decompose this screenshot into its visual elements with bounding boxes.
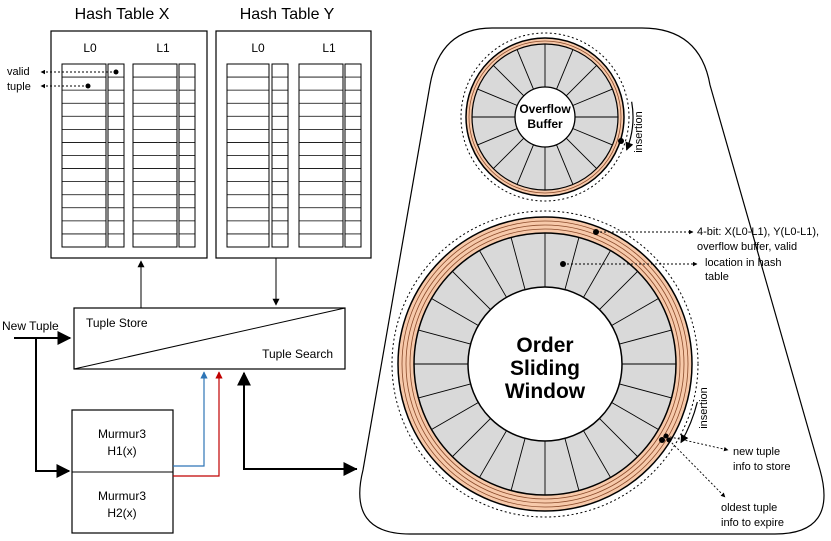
overflow-buffer-spoke xyxy=(493,65,525,97)
overflow-insertion-dot xyxy=(618,138,624,144)
sliding-window-ring-line-3 xyxy=(409,228,681,500)
sliding-window-spoke xyxy=(452,418,491,457)
h1-output-arrow xyxy=(173,371,208,467)
overflow-buffer-spoke xyxy=(572,88,613,106)
sliding-window-ring-line-1 xyxy=(401,220,689,508)
new-tuple-pointer xyxy=(665,435,729,452)
sliding-window-spoke xyxy=(611,402,659,430)
oldest-tuple-annotation-line1: oldest tuple xyxy=(721,502,777,514)
hash-table-x-l0-label: L0 xyxy=(83,41,97,55)
hash-table-y: Hash Table Y L0 L1 xyxy=(215,6,372,259)
sliding-window-title-line2: Sliding xyxy=(510,357,580,380)
sliding-window-spoke xyxy=(619,329,672,345)
sliding-window-spoke xyxy=(583,430,611,478)
sliding-window-spoke xyxy=(418,329,471,345)
h1-function: H1(x) xyxy=(107,444,136,458)
sliding-window-title-line1: Order xyxy=(516,334,573,357)
bits-annotation-line1: 4-bit: X(L0-L1), Y(L0-L1), xyxy=(697,226,819,238)
valid-label: valid xyxy=(7,66,30,78)
new-tuple-to-hash-arrow xyxy=(35,338,71,478)
window-to-search-arrow xyxy=(237,371,357,470)
bits-annotation-line2: overflow buffer, valid xyxy=(697,241,797,253)
valid-dot xyxy=(113,69,119,75)
overflow-buffer-spoke xyxy=(572,128,613,146)
sliding-window-spoke xyxy=(431,402,479,430)
sliding-window-insertion-label: insertion xyxy=(698,387,710,429)
h2-output-arrow xyxy=(173,371,223,477)
hash-table-y-l1-label: L1 xyxy=(322,41,336,55)
hash-table-x-title: Hash Table X xyxy=(75,6,170,23)
tuple-search-label: Tuple Search xyxy=(262,347,333,361)
sliding-window-insertion-arc xyxy=(680,401,698,444)
sliding-window-spoke xyxy=(418,383,471,399)
sliding-window-dotted-orbit xyxy=(391,210,699,518)
overflow-buffer-spoke xyxy=(493,137,525,169)
new-tuple-annotation-line2: info to store xyxy=(733,461,790,473)
tuple-unit: Tuple Store Tuple Search xyxy=(73,307,346,370)
tuple-store-label: Tuple Store xyxy=(86,316,148,330)
overflow-buffer-title-line2: Buffer xyxy=(527,117,563,131)
h2-name: Murmur3 xyxy=(98,489,146,503)
sliding-window-spoke xyxy=(619,383,672,399)
tuple-unit-diagonal xyxy=(73,307,346,370)
sliding-window-spoke xyxy=(510,438,526,491)
location-annotation-line1: location in hash xyxy=(705,257,781,269)
sliding-window-spoke xyxy=(431,298,479,326)
sliding-window-spoke xyxy=(510,237,526,290)
sliding-window: Order Sliding Window insertion xyxy=(391,210,710,518)
sliding-window-center xyxy=(467,286,623,442)
overflow-insertion-arc xyxy=(625,101,634,151)
overflow-buffer-spoke xyxy=(477,128,518,146)
sliding-window-spoke xyxy=(564,237,580,290)
sliding-window-insertion-dot xyxy=(659,437,665,443)
sliding-window-spoke xyxy=(599,271,638,310)
oldest-tuple-annotation-line2: info to expire xyxy=(721,517,784,529)
overflow-buffer-spoke xyxy=(565,65,597,97)
sliding-window-spoke xyxy=(564,438,580,491)
overflow-buffer-center xyxy=(514,86,576,148)
sliding-window-ring-line-2 xyxy=(405,224,685,504)
hash-table-y-columns xyxy=(226,63,362,248)
sliding-window-spoke xyxy=(479,250,507,298)
overflow-buffer-spoke xyxy=(477,88,518,106)
sliding-window-spoke xyxy=(452,271,491,310)
hash-table-y-l0-label: L0 xyxy=(251,41,265,55)
h2-function: H2(x) xyxy=(107,506,136,520)
sliding-window-spoke xyxy=(479,430,507,478)
hash-table-y-title: Hash Table Y xyxy=(240,6,335,23)
overflow-buffer-spoke xyxy=(516,49,534,90)
overflow-insertion-label: insertion xyxy=(633,111,645,153)
sliding-window-sectors xyxy=(414,233,676,495)
overflow-buffer-spoke xyxy=(565,137,597,169)
tuple-dot xyxy=(85,83,91,89)
hash-table-x-columns xyxy=(61,63,196,248)
overflow-buffer-ring-line xyxy=(468,40,622,194)
sliding-window-spoke xyxy=(599,418,638,457)
overflow-buffer-spoke xyxy=(556,49,574,90)
sliding-window-title-line3: Window xyxy=(505,380,586,403)
oldest-tuple-pointer xyxy=(668,439,726,498)
sliding-window-spoke xyxy=(611,298,659,326)
tuple-label: tuple xyxy=(7,81,31,93)
location-annotation-line2: table xyxy=(705,271,729,283)
hash-table-x-legend: valid tuple xyxy=(7,66,119,93)
overflow-buffer-spoke xyxy=(556,144,574,185)
h1-name: Murmur3 xyxy=(98,427,146,441)
overflow-buffer-title-line1: Overflow xyxy=(519,102,571,116)
hash-table-x-l1-label: L1 xyxy=(156,41,170,55)
sliding-window-spoke xyxy=(583,250,611,298)
overflow-buffer: Overflow Buffer insertion xyxy=(460,32,645,202)
overflow-buffer-sectors xyxy=(472,44,618,190)
sliding-window-annotations: 4-bit: X(L0-L1), Y(L0-L1), overflow buff… xyxy=(560,226,819,529)
overflow-buffer-dotted-orbit xyxy=(460,32,630,202)
hash-table-x: Hash Table X L0 L1 xyxy=(50,6,208,259)
new-tuple-label: New Tuple xyxy=(2,319,59,333)
hash-functions: Murmur3 H1(x) Murmur3 H2(x) xyxy=(71,409,174,534)
new-tuple-annotation-line1: new tuple xyxy=(733,446,780,458)
overflow-buffer-spoke xyxy=(516,144,534,185)
